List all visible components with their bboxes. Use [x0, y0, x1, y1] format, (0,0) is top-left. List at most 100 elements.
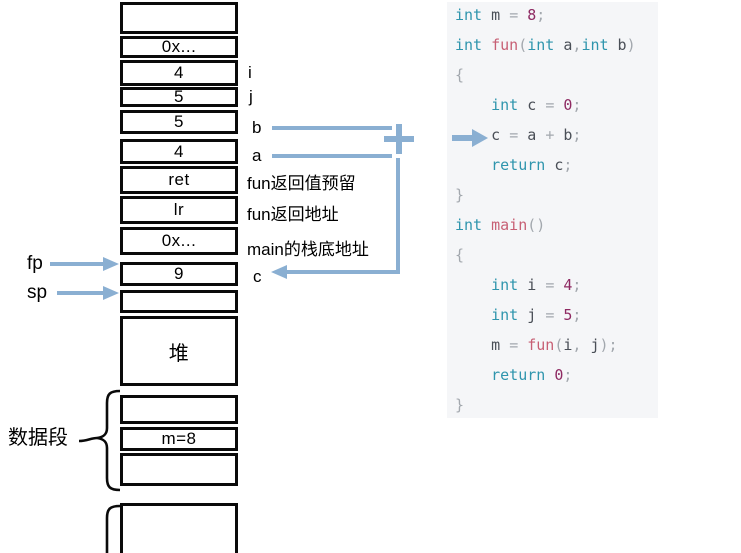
code-token-kw: int — [455, 36, 483, 54]
code-token-num: 5 — [554, 306, 573, 324]
code-token-fn: fun — [482, 36, 519, 54]
stack-annotation-5: fun返回地址 — [247, 205, 339, 224]
stack-annotation-7: c — [253, 267, 262, 286]
code-token-pn: ( — [518, 36, 528, 54]
stack-cell-6-ret: ret — [120, 166, 238, 194]
code-token-pn: + — [545, 126, 555, 144]
stack-annotation-2: b — [252, 118, 262, 137]
stack-cell-2-4: 4 — [120, 60, 238, 86]
stack-cell-13-m=8: m=8 — [120, 427, 238, 451]
code-token-pn: ; — [572, 126, 582, 144]
code-token-id: m — [455, 336, 510, 354]
code-token-pn: } — [455, 186, 465, 204]
bottom-segment-brace-icon — [105, 504, 121, 553]
code-line-7: } — [455, 180, 658, 210]
code-token-id: i — [518, 276, 546, 294]
stack-cell-7-lr: lr — [120, 196, 238, 224]
code-line-5: c = a + b; — [455, 120, 658, 150]
stack-cell-0 — [120, 2, 238, 34]
code-token-pn — [455, 306, 491, 324]
code-token-pn: ; — [572, 96, 582, 114]
code-token-fn: main — [482, 216, 528, 234]
fp-pointer-label: fp — [27, 253, 43, 274]
code-token-pn: () — [527, 216, 546, 234]
stack-cell-12 — [120, 395, 238, 424]
code-line-9: { — [455, 240, 658, 270]
data-segment-brace-icon — [96, 389, 121, 492]
code-token-id: a — [554, 36, 573, 54]
code-line-13: return 0; — [455, 360, 658, 390]
code-token-pn: = — [545, 276, 555, 294]
stack-cell-value: 5 — [174, 112, 184, 131]
stack-cell-5-4: 4 — [120, 139, 238, 164]
fp-arrow-icon — [50, 257, 119, 271]
data-segment-label: 数据段 — [8, 427, 68, 449]
code-line-14: } — [455, 390, 658, 420]
code-token-num: 0 — [554, 96, 573, 114]
code-line-11: int j = 5; — [455, 300, 658, 330]
code-token-id: c — [545, 156, 564, 174]
code-token-pn: , — [572, 36, 582, 54]
code-token-pn: = — [509, 6, 519, 24]
code-token-pn: ( — [554, 336, 564, 354]
code-panel: int m = 8;int fun(int a,int b){ int c = … — [447, 2, 658, 418]
stack-cell-3-5: 5 — [120, 87, 238, 107]
code-token-pn: ; — [572, 306, 582, 324]
code-token-kw: int — [491, 96, 519, 114]
code-token-pn: ; — [563, 156, 573, 174]
stack-cell-value: 0x... — [161, 37, 197, 56]
code-line-3: { — [455, 60, 658, 90]
code-token-pn: ; — [563, 366, 573, 384]
stack-cell-1-0x: 0x... — [120, 36, 238, 58]
code-line-8: int main() — [455, 210, 658, 240]
code-token-pn: = — [545, 306, 555, 324]
code-token-pn: { — [455, 246, 465, 264]
code-token-id: c — [518, 96, 546, 114]
stack-cell-4-5: 5 — [120, 110, 238, 134]
code-token-id: j — [590, 336, 600, 354]
stack-cell-value: 0x... — [161, 231, 197, 250]
stack-annotation-0: i — [248, 63, 252, 82]
code-token-id: b — [608, 36, 627, 54]
sp-pointer-label: sp — [27, 282, 48, 303]
code-line-4: int c = 0; — [455, 90, 658, 120]
stack-annotation-6: main的栈底地址 — [247, 240, 369, 259]
code-token-num: 4 — [554, 276, 573, 294]
stack-cell-value: 9 — [174, 264, 184, 283]
stack-cell-9-9: 9 — [120, 262, 238, 286]
code-listing: int m = 8;int fun(int a,int b){ int c = … — [455, 0, 658, 420]
data-segment-connector — [78, 436, 98, 443]
code-token-pn: = — [545, 96, 555, 114]
code-token-id: m — [482, 6, 510, 24]
stack-cell-14 — [120, 453, 238, 486]
code-token-kw: int — [581, 36, 609, 54]
code-token-pn: = — [509, 126, 519, 144]
code-token-kw: int — [455, 216, 483, 234]
code-token-pn — [455, 276, 491, 294]
code-line-6: return c; — [455, 150, 658, 180]
code-token-id: j — [518, 306, 546, 324]
code-token-pn: ); — [599, 336, 618, 354]
code-token-pn — [455, 96, 491, 114]
code-token-pn: { — [455, 66, 465, 84]
stack-annotation-4: fun返回值预留 — [247, 174, 356, 193]
stack-cell-value: lr — [173, 200, 185, 219]
stack-cell-8-0x: 0x... — [120, 227, 238, 255]
code-token-pn: ) — [626, 36, 636, 54]
stack-annotation-1: j — [249, 87, 253, 106]
code-line-1: int m = 8; — [455, 0, 658, 30]
code-line-10: int i = 4; — [455, 270, 658, 300]
code-token-pn — [455, 366, 491, 384]
code-token-id: c — [455, 126, 510, 144]
code-token-kw: int — [527, 36, 555, 54]
code-token-pn: , — [572, 336, 591, 354]
stack-cell-value: 5 — [174, 87, 184, 106]
code-token-pn: ; — [572, 276, 582, 294]
stack-cell-value: 4 — [174, 63, 184, 82]
stack-cell-11-: 堆 — [120, 316, 238, 386]
code-token-kw: return — [491, 156, 546, 174]
sp-arrow-icon — [57, 286, 119, 300]
code-token-pn: ; — [536, 6, 546, 24]
stack-cell-value: ret — [168, 170, 190, 189]
plus-icon — [384, 124, 414, 154]
